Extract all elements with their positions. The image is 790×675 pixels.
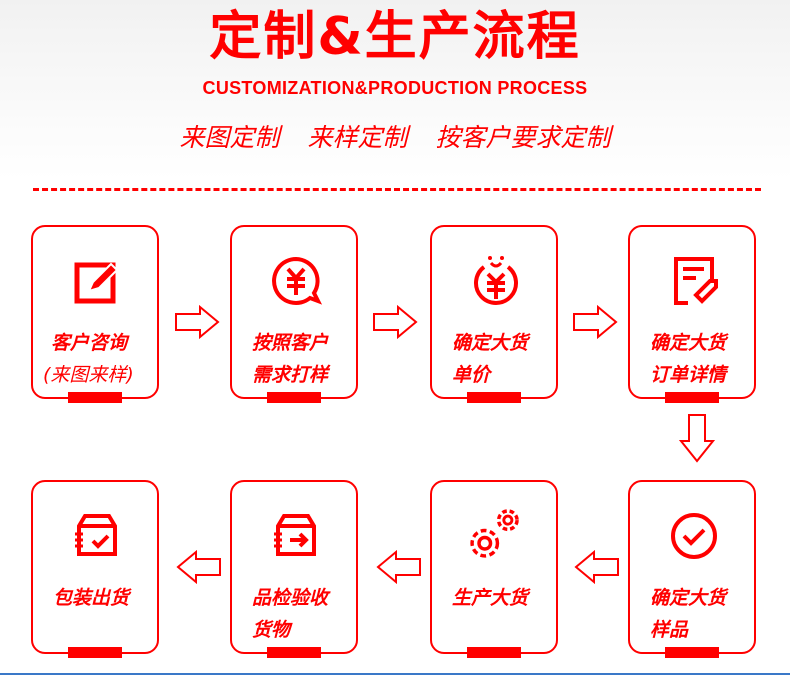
card-bar bbox=[467, 392, 521, 403]
step-label: 确定大货 单价 bbox=[452, 332, 529, 386]
step-label: 客户咨询 (来图来样) bbox=[43, 332, 134, 386]
tagline: 来图定制 来样定制 按客户要求定制 bbox=[0, 118, 790, 154]
step-card-4: 确定大货 订单详情 bbox=[628, 225, 756, 403]
box-arrow-icon bbox=[274, 514, 316, 556]
step-label: 包装出货 bbox=[53, 587, 130, 609]
page-subtitle: CUSTOMIZATION&PRODUCTION PROCESS bbox=[202, 78, 588, 98]
step-label: 确定大货 订单详情 bbox=[650, 332, 727, 386]
card-bar bbox=[267, 647, 321, 658]
arrow-right-icon bbox=[573, 305, 618, 339]
step-label: 按照客户 需求打样 bbox=[252, 332, 329, 386]
dashed-divider bbox=[33, 188, 761, 191]
arrow-down-icon bbox=[679, 414, 715, 463]
bottom-border bbox=[0, 673, 790, 675]
card-bar bbox=[68, 647, 122, 658]
order-tag-icon bbox=[674, 257, 718, 305]
step-label: 品检验收 货物 bbox=[252, 587, 329, 641]
yuan-circle-icon bbox=[474, 256, 518, 305]
step-card-8: 包装出货 bbox=[31, 480, 159, 658]
tagline-item: 按客户要求定制 bbox=[435, 123, 611, 152]
tagline-item: 来图定制 bbox=[179, 123, 280, 152]
card-bar bbox=[665, 647, 719, 658]
card-bar bbox=[467, 647, 521, 658]
edit-icon bbox=[74, 262, 119, 304]
card-bar bbox=[665, 392, 719, 403]
step-card-1: 客户咨询 (来图来样) bbox=[31, 225, 159, 403]
step-label: 确定大货 样品 bbox=[650, 587, 727, 641]
step-card-7: 品检验收 货物 bbox=[230, 480, 358, 658]
arrow-right-icon bbox=[175, 305, 220, 339]
page-title: 定制&生产流程 bbox=[209, 7, 581, 67]
box-check-icon bbox=[75, 514, 117, 556]
arrow-left-icon bbox=[574, 550, 619, 584]
arrow-left-icon bbox=[176, 550, 221, 584]
card-bar bbox=[267, 392, 321, 403]
arrow-left-icon bbox=[376, 550, 421, 584]
check-circle-icon bbox=[671, 513, 717, 559]
card-bar bbox=[68, 392, 122, 403]
arrow-right-icon bbox=[373, 305, 418, 339]
step-card-2: 按照客户 需求打样 bbox=[230, 225, 358, 403]
step-card-3: 确定大货 单价 bbox=[430, 225, 558, 403]
gears-icon bbox=[470, 509, 519, 558]
step-card-5: 确定大货 样品 bbox=[628, 480, 756, 658]
step-label: 生产大货 bbox=[452, 587, 529, 609]
tagline-item: 来样定制 bbox=[307, 123, 408, 152]
step-card-6: 生产大货 bbox=[430, 480, 558, 658]
yuan-chat-icon bbox=[272, 256, 322, 305]
header-background bbox=[0, 0, 790, 180]
